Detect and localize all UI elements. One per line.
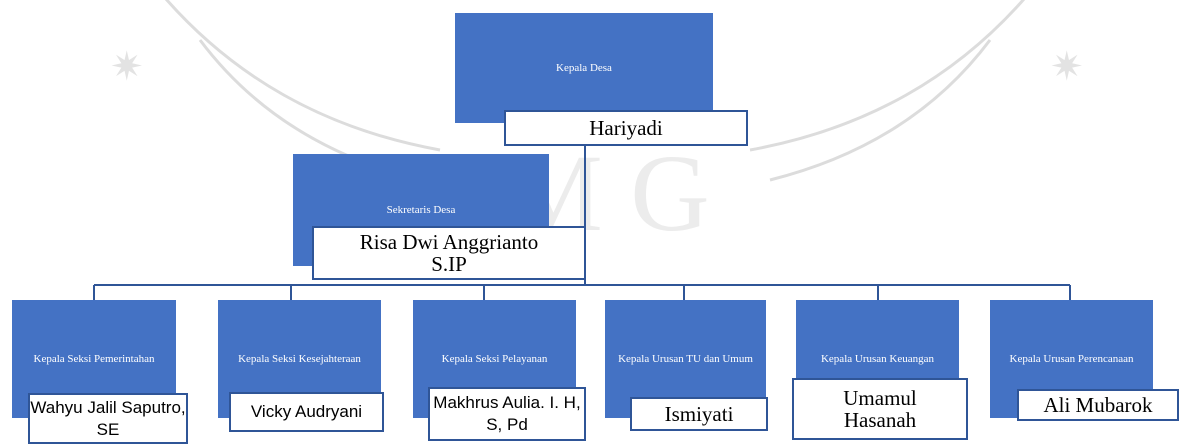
sekretaris-desa-name-line2: S.IP: [431, 252, 467, 276]
kepala-desa-box: Kepala Desa: [455, 13, 713, 123]
member-name-perencanaan: Ali Mubarok: [1017, 389, 1179, 421]
sekretaris-desa-name: Risa Dwi Anggrianto S.IP: [312, 226, 586, 280]
sekretaris-desa-role: Sekretaris Desa: [386, 203, 456, 216]
member-name-pelayanan: Makhrus Aulia. I. H, S, Pd: [428, 387, 586, 441]
member-name-kesejahteraan: Vicky Audryani: [229, 392, 384, 432]
member-name-pemerintahan: Wahyu Jalil Saputro, SE: [28, 393, 188, 444]
member-role: Kepala Seksi Kesejahteraan: [238, 352, 361, 365]
kepala-desa-role: Kepala Desa: [556, 61, 612, 74]
sekretaris-desa-name-line1: Risa Dwi Anggrianto: [359, 230, 539, 254]
member-role: Kepala Urusan Keuangan: [820, 352, 934, 365]
member-role: Kepala Urusan Perencanaan: [1009, 352, 1134, 365]
member-role: Kepala Seksi Pelayanan: [441, 352, 548, 365]
member-name-tu-umum: Ismiyati: [630, 397, 768, 431]
member-role: Kepala Urusan TU dan Umum: [618, 352, 753, 365]
member-role: Kepala Seksi Pemerintahan: [33, 352, 155, 365]
kepala-desa-name: Hariyadi: [504, 110, 748, 146]
member-name-keuangan: Umamul Hasanah: [792, 378, 968, 440]
